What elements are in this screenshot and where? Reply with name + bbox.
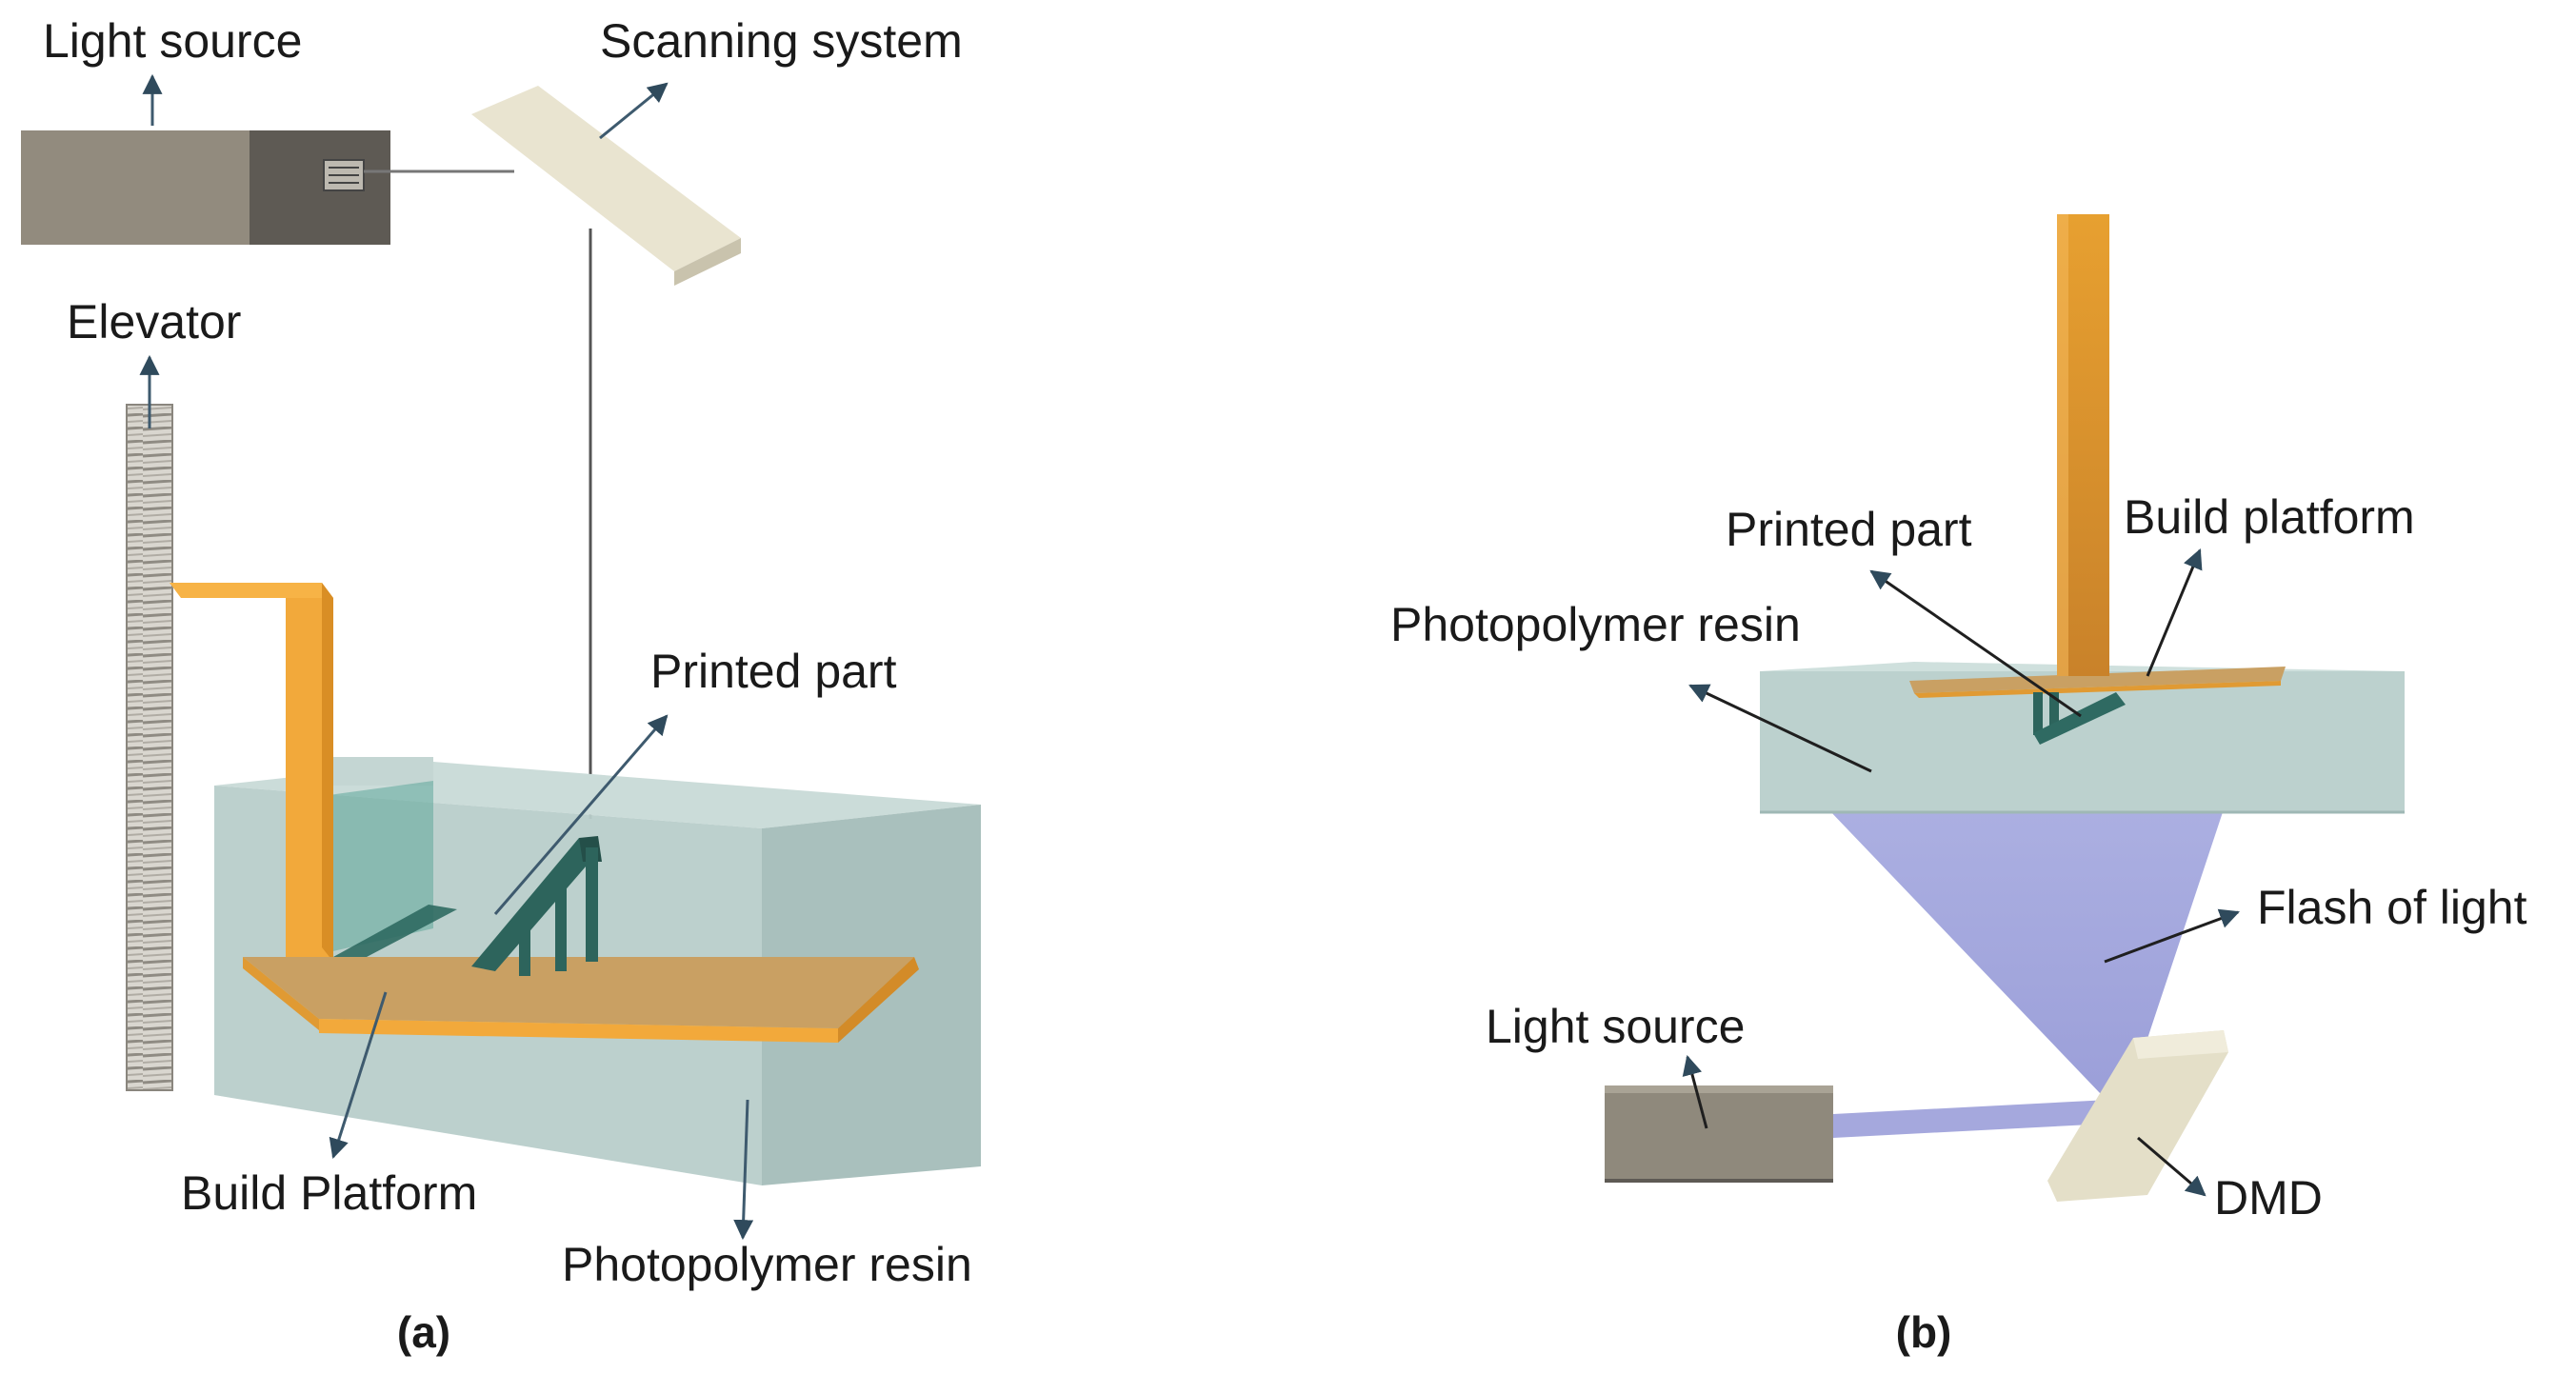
wall-shadow [329, 781, 433, 952]
dmd-mirror [2047, 1030, 2228, 1202]
elevator-rod [126, 404, 173, 1091]
arrow-printed-part-b [1869, 569, 2082, 718]
label-flash-of-light: Flash of light [2257, 881, 2527, 934]
arrow-photopolymer-resin-b [1688, 684, 1872, 773]
label-photopolymer-resin-b: Photopolymer resin [1390, 598, 1801, 651]
arrow-build-platform-a [329, 991, 388, 1160]
label-scanning-system: Scanning system [600, 14, 963, 68]
label-elevator: Elevator [67, 295, 241, 348]
flash-of-light-cone [1828, 809, 2224, 1116]
light-source-a [21, 130, 390, 245]
label-light-source-b: Light source [1486, 1000, 1745, 1053]
scanning-system-mirror [471, 86, 741, 286]
arrow-printed-part-a [493, 714, 669, 915]
label-printed-part-a: Printed part [650, 645, 897, 698]
printed-part-a [471, 836, 602, 976]
label-light-source-a: Light source [43, 14, 302, 68]
label-dmd: DMD [2214, 1171, 2323, 1225]
build-platform-a [170, 583, 919, 1043]
arrow-flash-of-light [2104, 908, 2240, 964]
label-photopolymer-resin-a: Photopolymer resin [562, 1238, 972, 1291]
arrow-dmd [2137, 1136, 2207, 1197]
label-printed-part-b: Printed part [1726, 503, 1972, 556]
printed-part-b [2033, 692, 2126, 745]
light-source-b [1605, 1085, 1833, 1183]
caption-a: (a) [397, 1307, 450, 1357]
light-beam-horizontal [1833, 1100, 2109, 1138]
label-build-platform-b: Build platform [2124, 490, 2415, 544]
panel-b: Printed part Build platform Photopolymer… [1390, 214, 2527, 1357]
arrow-build-platform-b [2146, 548, 2203, 677]
build-platform-b [1909, 667, 2286, 698]
arrow-scanning-system [599, 82, 669, 140]
label-build-platform-a: Build Platform [181, 1166, 477, 1220]
panel-a: Light source Scanning system Elevator Pr… [21, 14, 981, 1357]
caption-b: (b) [1896, 1307, 1952, 1357]
arrow-photopolymer-resin-a [733, 1099, 754, 1241]
arrow-light-source-b [1682, 1054, 1708, 1129]
